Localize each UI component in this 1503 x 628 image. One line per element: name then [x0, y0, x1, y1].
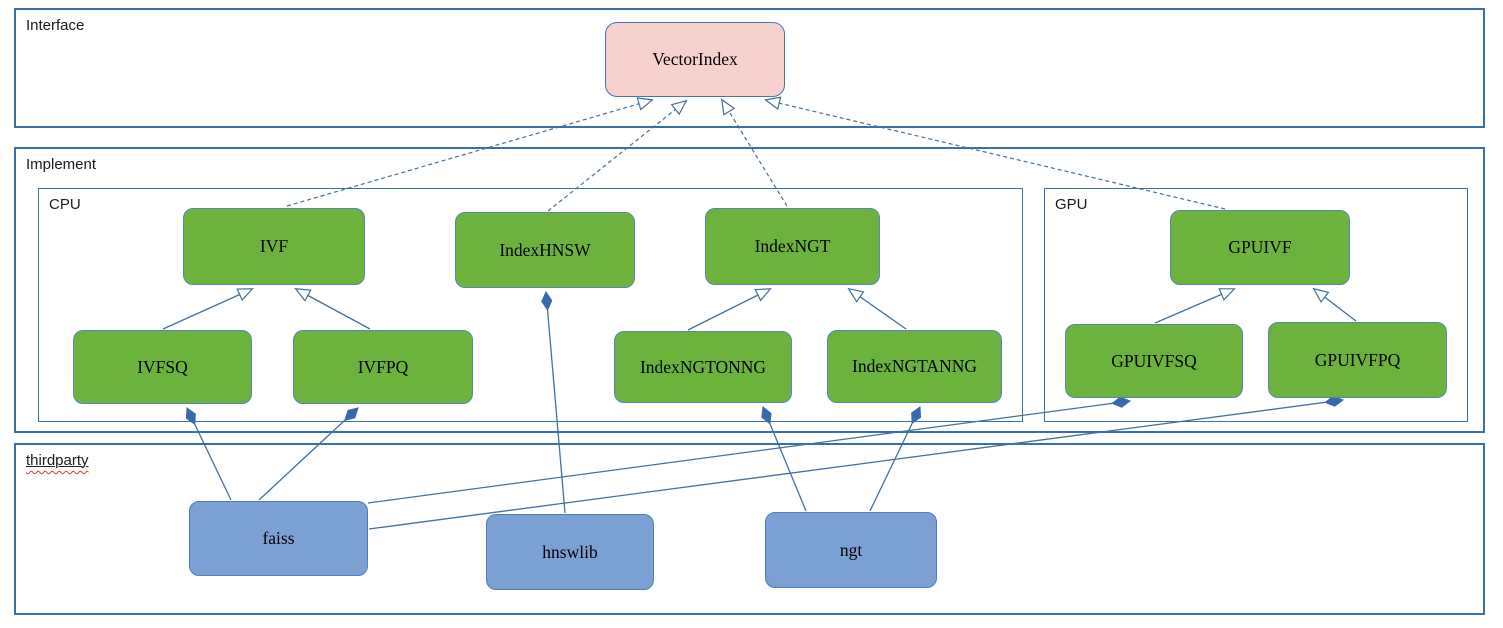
- node-ivf[interactable]: IVF: [183, 208, 365, 285]
- node-ivfpq[interactable]: IVFPQ: [293, 330, 473, 404]
- node-vectorindex-label: VectorIndex: [652, 49, 738, 69]
- node-indexngtonng[interactable]: IndexNGTONNG: [614, 331, 792, 403]
- gpu-subsection-label: GPU: [1055, 196, 1088, 213]
- node-indexngtonng-label: IndexNGTONNG: [639, 356, 767, 377]
- edge-gpuivfpq-to-gpuivf: [1314, 289, 1357, 322]
- interface-section-label: Interface: [26, 17, 85, 34]
- edge-ivfpq-to-ivf: [296, 289, 371, 330]
- edge-indexngtonng-to-indexngt: [687, 289, 770, 331]
- edge-indexngtanng-to-indexngt: [849, 289, 907, 330]
- node-hnswlib[interactable]: hnswlib: [486, 514, 654, 590]
- node-gpuivf-label: GPUIVF: [1228, 237, 1292, 257]
- node-ivf-label: IVF: [259, 236, 289, 256]
- cpu-subsection-label: CPU: [49, 196, 81, 213]
- edge-gpuivfsq-to-gpuivf: [1154, 289, 1234, 324]
- node-ngt[interactable]: ngt: [765, 512, 937, 588]
- edge-indexhnsw-to-vectorindex: [547, 101, 686, 212]
- gpu-subsection-frame: GPU: [1044, 188, 1468, 422]
- node-gpuivf[interactable]: GPUIVF: [1170, 210, 1350, 285]
- thirdparty-section-label: thirdparty: [26, 452, 89, 469]
- node-ivfpq-label: IVFPQ: [357, 356, 409, 377]
- interface-section-frame: Interface: [14, 8, 1485, 128]
- edge-ivf-to-vectorindex: [286, 100, 652, 207]
- implement-section-frame: Implement: [14, 147, 1485, 433]
- node-vectorindex[interactable]: VectorIndex: [605, 22, 785, 97]
- edge-faiss-to-gpuivfpq: [368, 395, 1345, 530]
- node-faiss-label: faiss: [262, 528, 295, 548]
- node-ngt-label: ngt: [839, 539, 863, 560]
- node-indexngtanng[interactable]: IndexNGTANNG: [827, 330, 1002, 403]
- edge-ngt-to-indexngtonng: [761, 406, 807, 512]
- node-indexngt[interactable]: IndexNGT: [705, 208, 880, 285]
- node-gpuivfpq-label: GPUIVFPQ: [1314, 349, 1401, 370]
- node-indexhnsw-label: IndexHNSW: [499, 239, 591, 260]
- implement-section-label: Implement: [26, 156, 97, 173]
- edge-indexngt-to-vectorindex: [722, 100, 788, 207]
- node-gpuivfsq[interactable]: GPUIVFSQ: [1065, 324, 1243, 398]
- edge-faiss-to-ivfsq: [185, 407, 232, 501]
- cpu-subsection-frame: CPU: [38, 188, 1023, 422]
- node-hnswlib-label: hnswlib: [542, 541, 598, 562]
- edge-ivfsq-to-ivf: [162, 289, 252, 330]
- edge-hnswlib-to-indexhnsw: [541, 290, 566, 514]
- thirdparty-section-frame: thirdparty: [14, 443, 1485, 615]
- spellcheck-wavy-underline: thirdparty: [26, 452, 89, 469]
- node-ivfsq[interactable]: IVFSQ: [73, 330, 252, 404]
- node-indexngt-label: IndexNGT: [754, 236, 831, 256]
- edge-faiss-to-ivfpq: [258, 407, 359, 501]
- edge-faiss-to-gpuivfsq: [367, 396, 1132, 504]
- node-ivfsq-label: IVFSQ: [137, 356, 188, 377]
- node-gpuivfpq[interactable]: GPUIVFPQ: [1268, 322, 1447, 398]
- edge-gpuivf-to-vectorindex: [766, 100, 1226, 210]
- node-gpuivfsq-label: GPUIVFSQ: [1111, 350, 1197, 371]
- node-indexngtanng-label: IndexNGTANNG: [852, 356, 977, 376]
- node-indexhnsw[interactable]: IndexHNSW: [455, 212, 635, 288]
- node-faiss[interactable]: faiss: [189, 501, 368, 576]
